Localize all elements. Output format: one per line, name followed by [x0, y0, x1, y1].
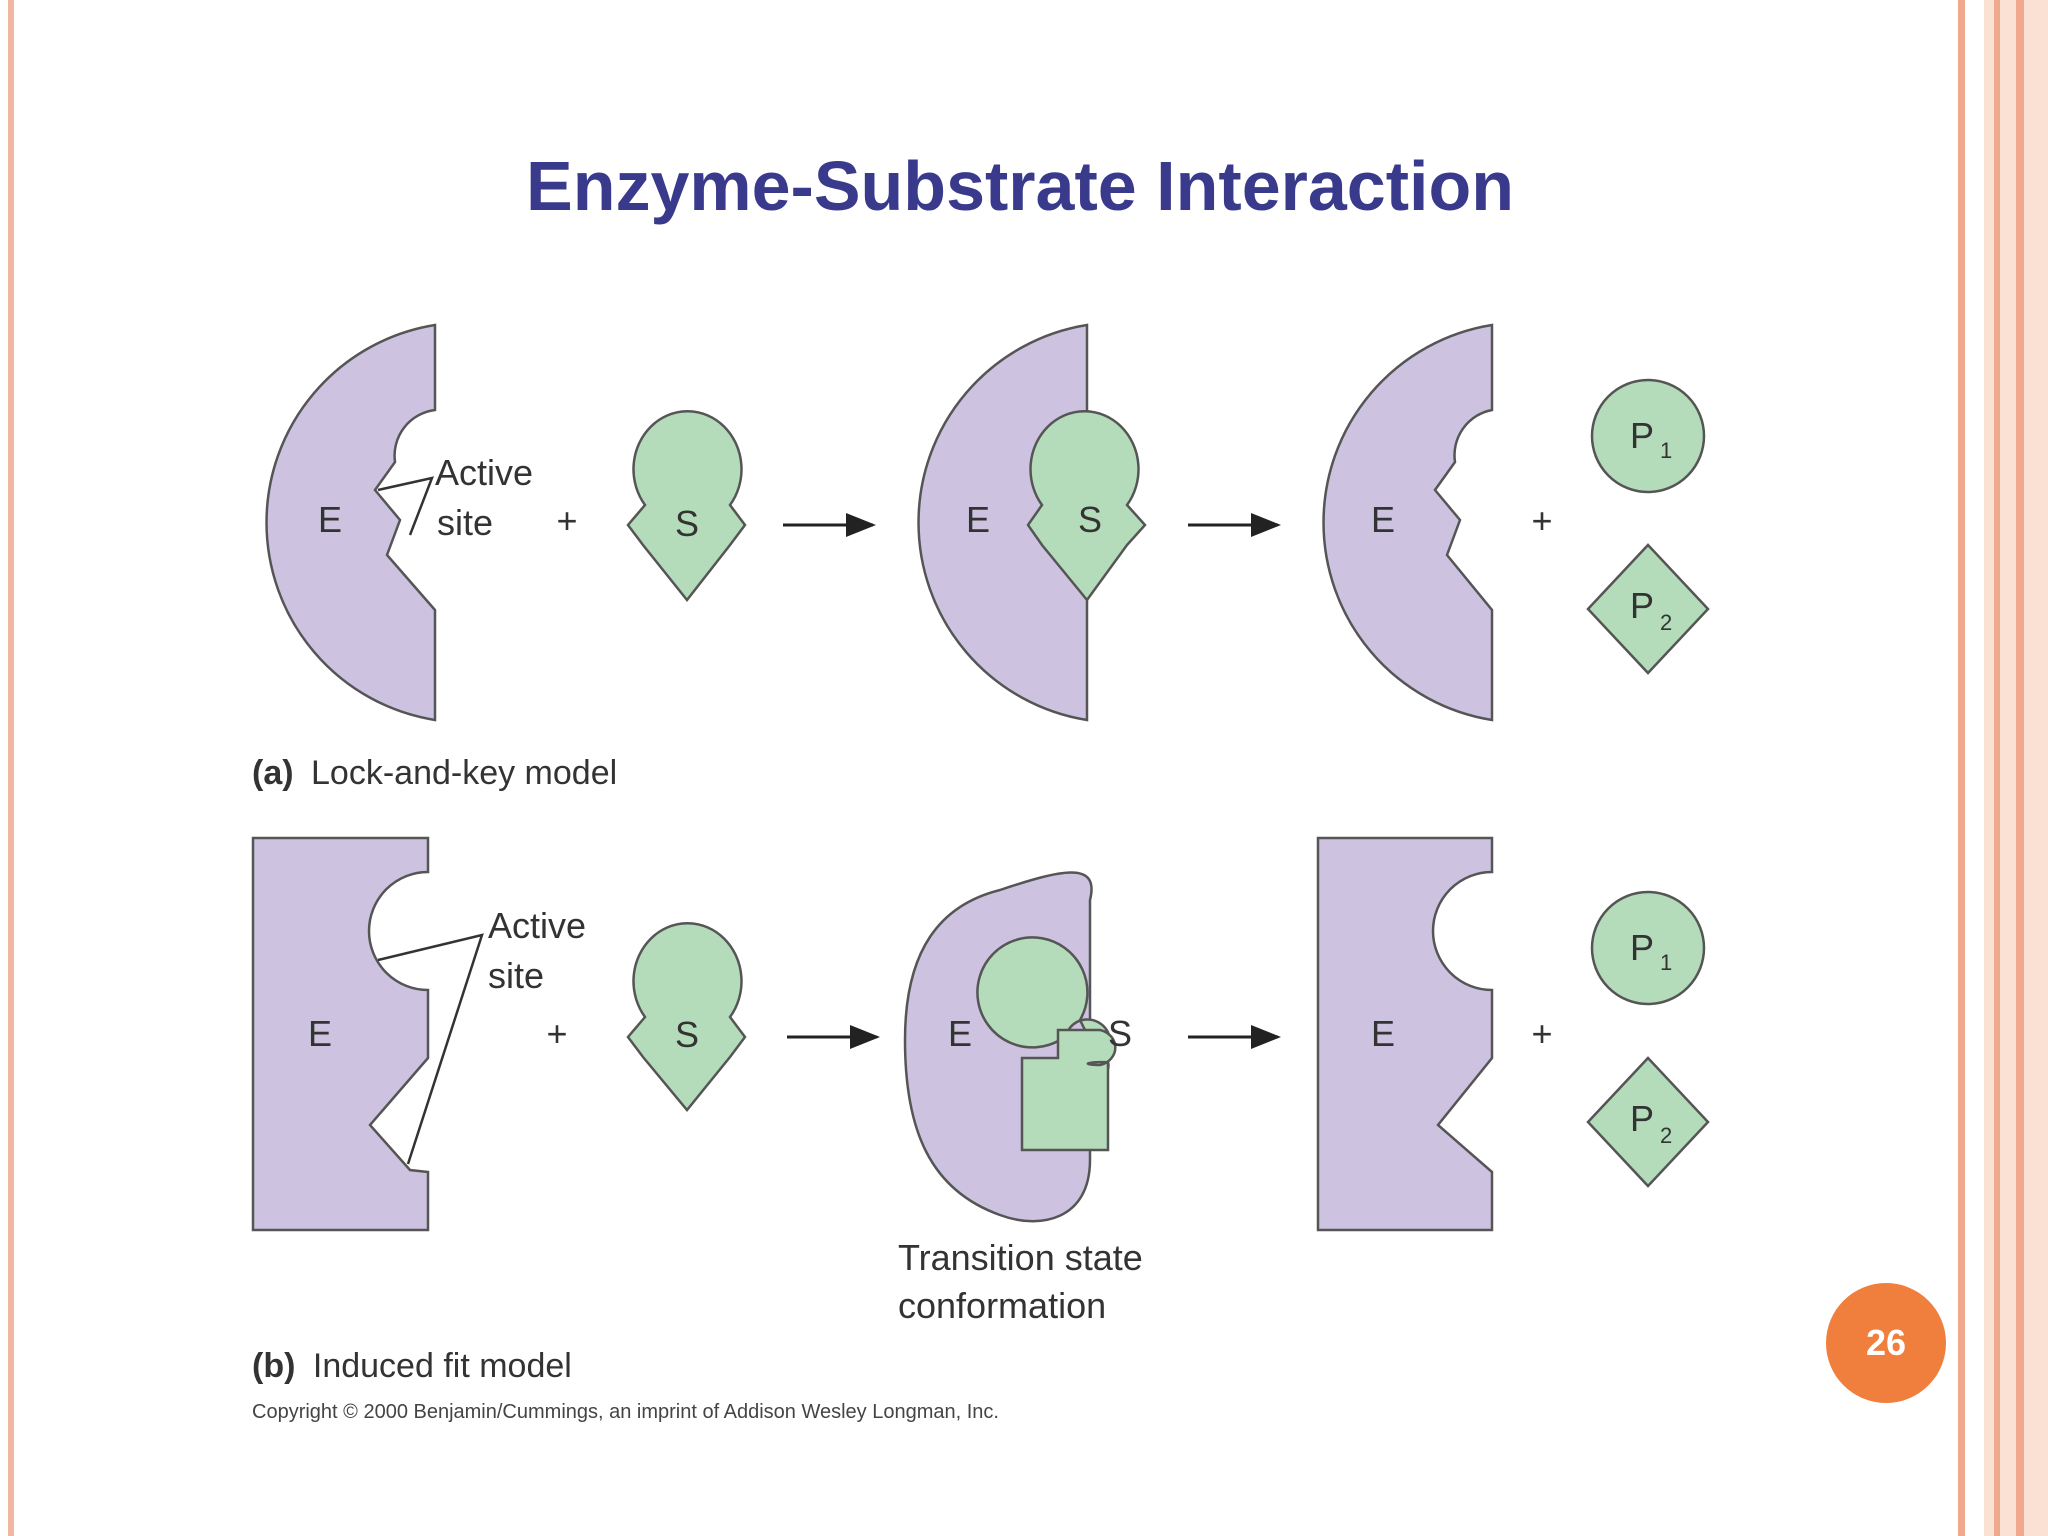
enzyme-shape	[1322, 323, 1494, 722]
substrate-shape	[626, 410, 747, 603]
enzyme-label: E	[318, 499, 342, 540]
slide-frame-right-line	[2016, 0, 2024, 1536]
enzyme-label: E	[966, 499, 990, 540]
slide-title: Enzyme-Substrate Interaction	[526, 147, 1514, 225]
plus-sign: +	[1531, 1013, 1552, 1054]
product-2-subscript: 2	[1660, 1123, 1672, 1148]
active-site-label: site	[437, 502, 493, 543]
substrate-label: S	[1078, 499, 1102, 540]
active-site-pointer	[377, 933, 484, 1165]
product-2-shape	[1586, 543, 1710, 675]
product-1-shape	[1590, 378, 1706, 494]
enzyme-label: E	[948, 1013, 972, 1054]
enzyme-label: E	[1371, 499, 1395, 540]
product-1-label: P	[1630, 927, 1654, 968]
enzyme-label: E	[1371, 1013, 1395, 1054]
product-1-shape	[1590, 890, 1706, 1006]
substrate-label: S	[675, 1014, 699, 1055]
product-1-subscript: 1	[1660, 950, 1672, 975]
panel-caption: (b) Induced fit model	[252, 1347, 572, 1385]
enzyme-shape	[917, 323, 1089, 722]
product-2-label: P	[1630, 585, 1654, 626]
product-2-subscript: 2	[1660, 610, 1672, 635]
enzyme-shape	[1316, 836, 1494, 1232]
active-site-label: Active	[435, 452, 533, 493]
enzyme-label: E	[308, 1013, 332, 1054]
transition-state-label: Transition state	[898, 1237, 1143, 1278]
panel-induced-fit: E Active site + S E S Transition state c…	[251, 836, 1710, 1385]
active-site-pointer	[377, 476, 435, 536]
panel-lock-and-key: E Active site + S E S E + P 1 P 2 (a) Lo…	[252, 323, 1710, 792]
enzyme-shape	[251, 836, 430, 1232]
substrate-label: S	[1108, 1013, 1132, 1054]
slide-frame-right-line	[1994, 0, 2000, 1536]
substrate-label: S	[675, 503, 699, 544]
substrate-shape	[626, 922, 747, 1112]
product-1-label: P	[1630, 415, 1654, 456]
product-2-shape	[1586, 1056, 1710, 1188]
enzyme-shape	[265, 323, 437, 722]
transition-state-label: conformation	[898, 1285, 1106, 1326]
product-2-label: P	[1630, 1098, 1654, 1139]
product-1-subscript: 1	[1660, 438, 1672, 463]
panel-caption: (a) Lock-and-key model	[252, 754, 617, 792]
slide-frame-right-line	[1958, 0, 1965, 1536]
plus-sign: +	[1531, 500, 1552, 541]
plus-sign: +	[556, 500, 577, 541]
active-site-label: Active	[488, 905, 586, 946]
page-number-badge: 26	[1826, 1283, 1946, 1403]
slide-frame-left	[8, 0, 14, 1536]
substrate-shape	[1026, 410, 1147, 603]
active-site-label: site	[488, 955, 544, 996]
plus-sign: +	[546, 1013, 567, 1054]
copyright-line: Copyright © 2000 Benjamin/Cummings, an i…	[252, 1401, 999, 1423]
substrate-distorted-tail	[1020, 1028, 1117, 1152]
